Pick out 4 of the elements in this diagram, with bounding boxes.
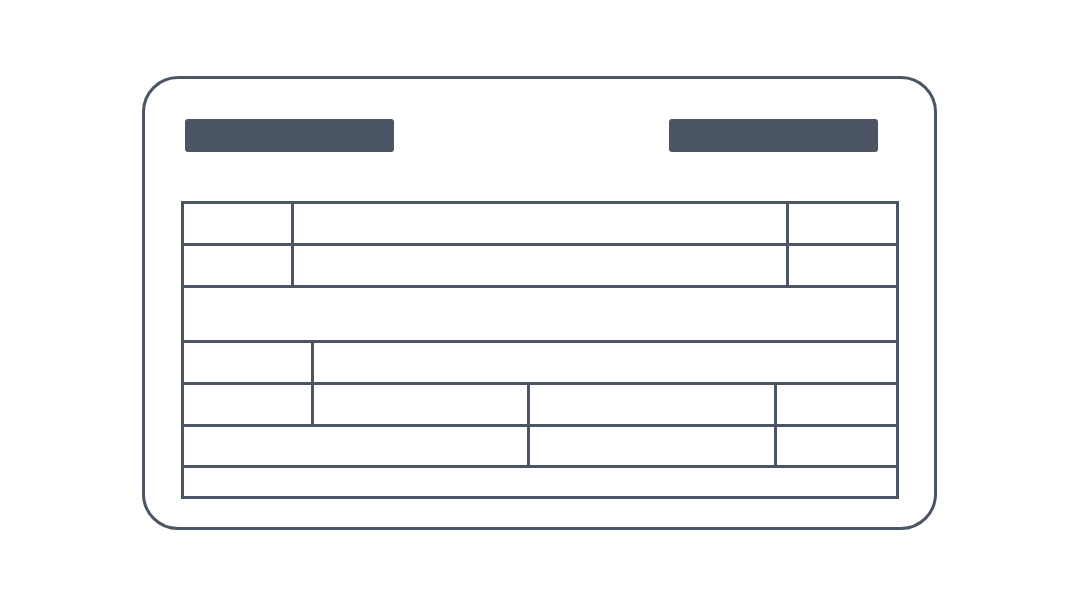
form-table bbox=[180, 200, 899, 499]
header-bar bbox=[185, 119, 394, 152]
header-bar bbox=[669, 119, 878, 152]
card-outline bbox=[142, 76, 937, 530]
